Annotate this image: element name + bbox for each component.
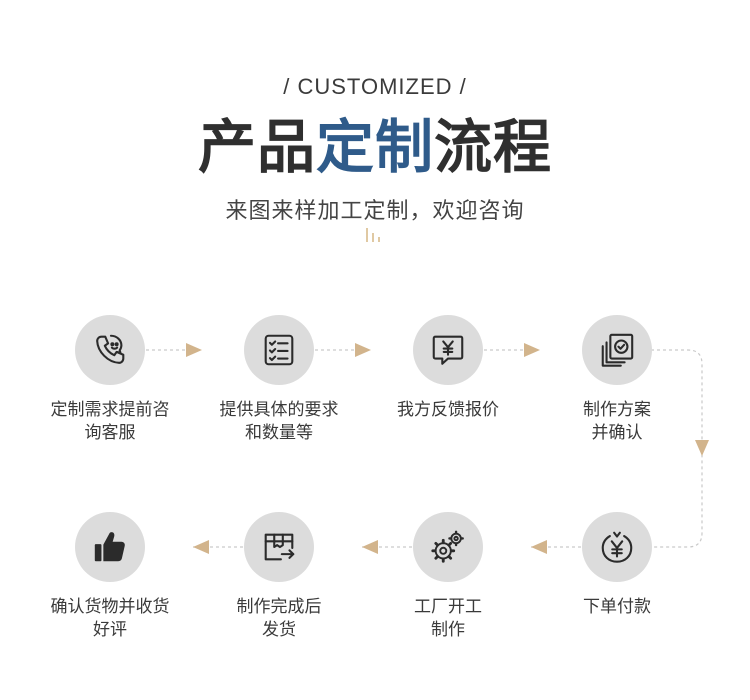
step-circle <box>75 512 145 582</box>
arrow-right-2 <box>355 343 371 357</box>
step-label: 提供具体的要求 和数量等 <box>219 400 339 443</box>
title-part-1: 产品 <box>197 113 316 181</box>
title-accent: 定制 <box>315 113 434 181</box>
phone-chat-icon <box>96 334 125 364</box>
step-label: 制作方案 并确认 <box>583 400 651 443</box>
arrow-right-3 <box>524 343 540 357</box>
step-requirements: 提供具体的要求 和数量等 <box>199 315 359 445</box>
step-circle <box>413 315 483 385</box>
tagline: 来图来样加工定制，欢迎咨询 <box>225 199 525 224</box>
step-circle <box>244 512 314 582</box>
step-label: 确认货物并收货 好评 <box>50 597 170 640</box>
arrow-left-1 <box>531 540 547 554</box>
gears-icon <box>431 530 464 563</box>
header: / CUSTOMIZED / 产品定制流程 来图来样加工定制，欢迎咨询 <box>0 0 750 260</box>
title-part-2: 流程 <box>434 113 553 181</box>
step-quote: 我方反馈报价 <box>368 315 528 422</box>
step-circle <box>582 315 652 385</box>
step-label: 定制需求提前咨 询客服 <box>50 400 170 443</box>
step-plan-confirm: 制作方案 并确认 <box>537 315 697 445</box>
step-ship: 制作完成后 发货 <box>199 512 359 642</box>
step-consult: 定制需求提前咨 询客服 <box>30 315 190 445</box>
arrow-right-1 <box>186 343 202 357</box>
arrow-left-2 <box>362 540 378 554</box>
step-label: 工厂开工 制作 <box>414 597 482 640</box>
step-label: 下单付款 <box>583 597 651 617</box>
yen-message-icon <box>432 335 464 365</box>
page-title: 产品定制流程 <box>0 112 750 182</box>
step-circle <box>75 315 145 385</box>
shipping-box-icon <box>264 533 295 561</box>
step-receive-review: 确认货物并收货 好评 <box>30 512 190 642</box>
step-circle <box>582 512 652 582</box>
thumbs-up-icon <box>94 532 125 562</box>
step-label: 制作完成后 发货 <box>236 597 322 640</box>
step-label: 我方反馈报价 <box>397 400 499 420</box>
english-subtitle: / CUSTOMIZED / <box>283 74 467 99</box>
flow-connectors <box>146 343 709 554</box>
arrow-left-3 <box>193 540 209 554</box>
arrow-down <box>695 440 709 456</box>
step-circle <box>413 512 483 582</box>
decorative-tick-icon <box>366 228 380 242</box>
step-payment: 下单付款 <box>537 512 697 619</box>
step-circle <box>244 315 314 385</box>
step-production: 工厂开工 制作 <box>368 512 528 642</box>
process-flow: 定制需求提前咨 询客服 提供具体的要求 和数量等 <box>0 280 750 700</box>
approved-document-icon <box>601 333 634 367</box>
yen-coin-icon <box>601 531 633 563</box>
checklist-icon <box>264 334 294 366</box>
